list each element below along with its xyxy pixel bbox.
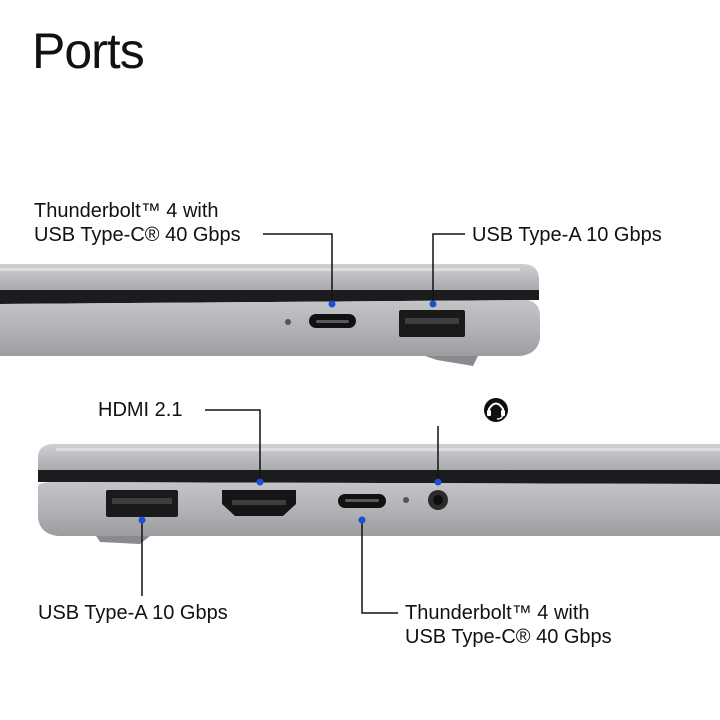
top-laptop [0, 233, 540, 366]
bottom-thunderbolt-label: Thunderbolt™ 4 with USB Type-C® 40 Gbps [405, 601, 612, 649]
usb-a-callout-dot [429, 300, 437, 308]
top-thunderbolt-label: Thunderbolt™ 4 with USB Type-C® 40 Gbps [34, 199, 241, 247]
bottom-usb-a-label: USB Type-A 10 Gbps [38, 602, 228, 624]
tb-callout-dot [328, 300, 336, 308]
status-led [285, 319, 291, 325]
bottom-laptop [38, 398, 720, 614]
bottom-usb-a-callout-dot [138, 516, 146, 524]
top-thunderbolt-label-line2: USB Type-C® 40 Gbps [34, 224, 241, 246]
top-thunderbolt-label-line1: Thunderbolt™ 4 with [34, 200, 219, 222]
headset-icon [484, 398, 508, 422]
top-usb-a-label: USB Type-A 10 Gbps [472, 224, 662, 246]
bottom-thunderbolt-label-line2: USB Type-C® 40 Gbps [405, 626, 612, 648]
audio-callout-dot [434, 478, 442, 486]
hdmi-label: HDMI 2.1 [98, 399, 183, 421]
bottom-tb-callout-dot [358, 516, 366, 524]
page-title: Ports [32, 23, 145, 79]
hdmi-callout-dot [256, 478, 264, 486]
bottom-thunderbolt-label-line1: Thunderbolt™ 4 with [405, 602, 590, 624]
